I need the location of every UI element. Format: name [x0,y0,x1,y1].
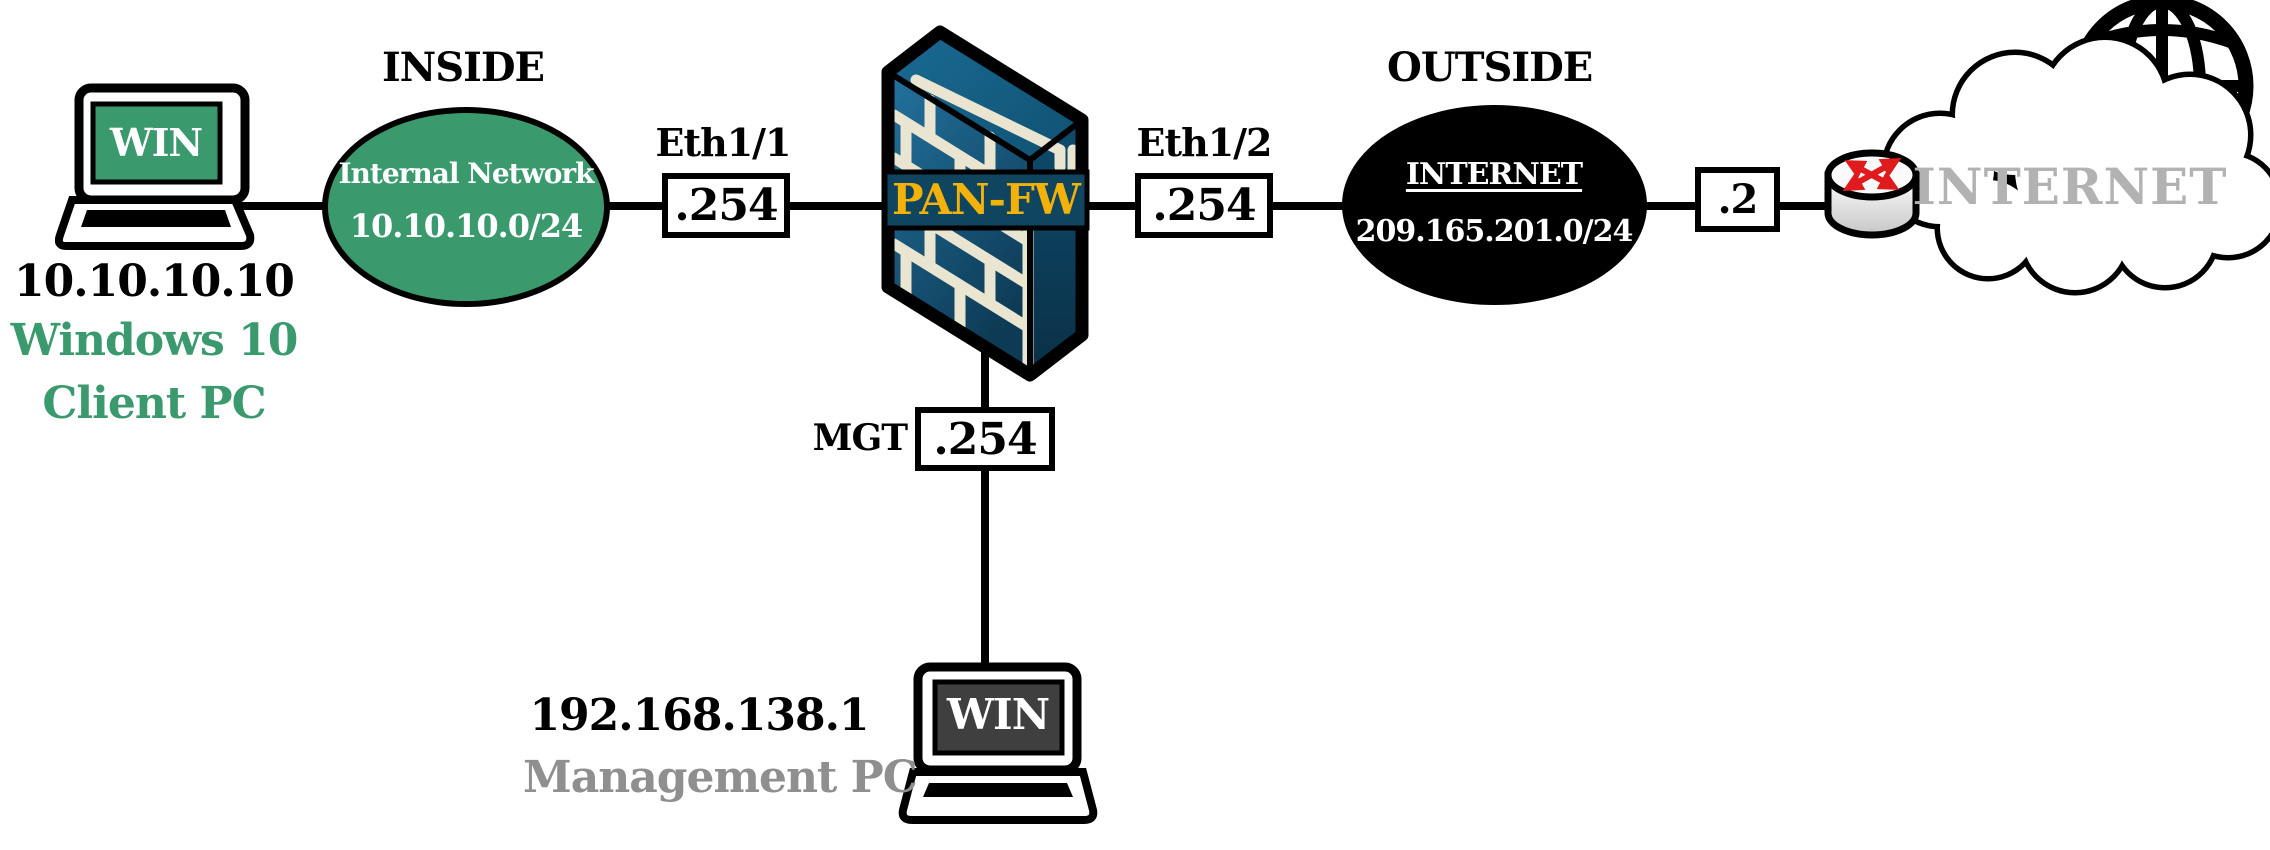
management-pc-ip: 192.168.138.1 [529,690,869,741]
client-pc-caption-line1: Windows 10 [10,315,299,366]
eth1-2-address: .254 [1152,180,1256,231]
cloud-shape [1880,34,2270,296]
client-pc-ip: 10.10.10.10 [14,256,295,307]
firewall-name: PAN-FW [892,175,1081,224]
management-pc-icon [898,662,1098,824]
internet-cloud-label: INTERNET [1912,157,2228,216]
firewall-top-face [888,32,1082,160]
internet-cloud-icon [1824,0,2270,296]
outside-zone-label: OUTSIDE [1387,44,1593,91]
client-pc-icon [55,83,255,250]
management-pc-caption: Management PC [523,752,918,803]
management-pc-screen-label: WIN [946,690,1050,739]
outside-network-subnet: 209.165.201.0/24 [1355,214,1634,249]
firewall-name-banner [882,169,1090,231]
outside-network-name: INTERNET [1405,157,1583,192]
mgt-address: .254 [933,413,1037,465]
outside-network-ellipse [1342,105,1647,305]
management-pc-screen [932,679,1065,756]
inside-zone-label: INSIDE [381,44,545,91]
mgt-interface-label: MGT [812,417,908,459]
inside-network-subnet: 10.10.10.0/24 [349,207,584,245]
eth1-2-address-box: .254 [1135,173,1273,238]
mgt-address-box: .254 [915,407,1055,471]
inside-network-ellipse [322,107,610,307]
eth1-1-address: .254 [674,180,778,231]
router-icon [1824,149,1920,239]
eth1-1-address-box: .254 [662,173,790,238]
client-pc-keyboard [81,210,231,227]
client-pc-caption-line2: Client PC [42,378,266,429]
client-pc-screen [90,101,223,185]
isp-address: .2 [1717,176,1759,223]
isp-address-box: .2 [1695,167,1780,232]
firewall-icon [881,25,1090,382]
client-pc-screen-label: WIN [109,120,203,165]
eth1-1-label: Eth1/1 [655,120,792,165]
eth1-2-label: Eth1/2 [1136,120,1273,165]
inside-network-name: Internal Network [338,157,594,190]
management-pc-keyboard [923,783,1073,797]
